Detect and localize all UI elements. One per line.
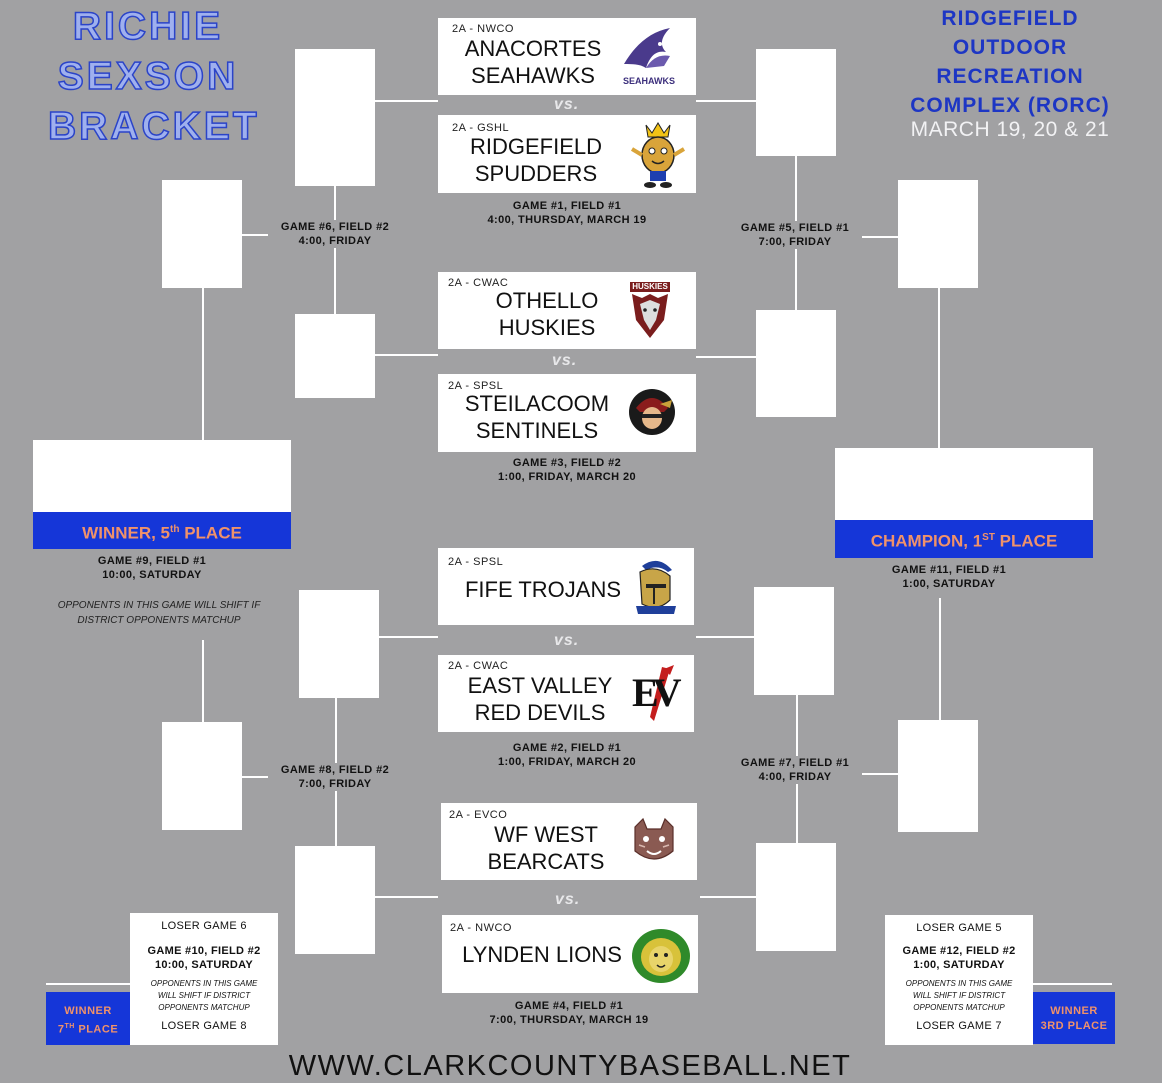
- team-conference: 2A - SPSL: [448, 380, 504, 392]
- game-7-label: GAME #7, FIELD #1 4:00, FRIDAY: [728, 756, 862, 784]
- venue-line-1: RIDGEFIELD: [941, 7, 1079, 30]
- loser-game-6-label: LOSER GAME 6: [161, 920, 247, 932]
- team-card-fife[interactable]: 2A - SPSL FIFE TROJANS: [438, 548, 694, 625]
- team-name: RIDGEFIELD SPUDDERS: [469, 134, 603, 186]
- champion-slot[interactable]: [835, 448, 1093, 520]
- vs-label: vs.: [554, 632, 580, 649]
- spudder-logo-icon: [622, 119, 694, 191]
- game-4-label: GAME #4, FIELD #1 7:00, THURSDAY, MARCH …: [489, 1000, 649, 1026]
- trojan-logo-icon: [628, 556, 684, 616]
- ev-logo-text: EV: [632, 670, 682, 715]
- husky-logo-text: HUSKIES: [632, 282, 668, 291]
- game-3-label: GAME #3, FIELD #2 1:00, FRIDAY, MARCH 20: [498, 457, 636, 483]
- slot-g9-top[interactable]: [162, 180, 242, 288]
- team-card-ridgefield[interactable]: 2A - GSHL RIDGEFIELD SPUDDERS: [438, 115, 696, 193]
- slot-g8-bottom[interactable]: [295, 846, 375, 954]
- team-name: ANACORTES SEAHAWKS: [464, 36, 602, 88]
- loser-game-8-label: LOSER GAME 8: [161, 1020, 247, 1032]
- team-name: WF WEST BEARCATS: [487, 822, 605, 874]
- team-name: OTHELLO HUSKIES: [495, 288, 599, 340]
- seahawk-logo-icon: [616, 24, 682, 90]
- game-9-note: OPPONENTS IN THIS GAME WILL SHIFT IF DIS…: [57, 600, 261, 626]
- slot-g7-top[interactable]: [754, 587, 834, 695]
- game-5-label: GAME #5, FIELD #1 7:00, FRIDAY: [728, 221, 862, 249]
- slot-g11-bottom[interactable]: [898, 720, 978, 832]
- slot-g8-top[interactable]: [299, 590, 379, 698]
- champion-banner: CHAMPION, 1ST PLACE: [835, 520, 1093, 558]
- bracket-title-line-3: BRACKET: [47, 104, 260, 149]
- slot-g7-bottom[interactable]: [756, 843, 836, 951]
- vs-label: vs.: [554, 96, 580, 113]
- team-name: STEILACOOM SENTINELS: [464, 391, 610, 443]
- venue-line-4: COMPLEX (RORC): [910, 94, 1110, 117]
- slot-g11-top[interactable]: [898, 180, 978, 288]
- bracket-title-line-2: SEXSON: [57, 54, 239, 99]
- slot-g5-top[interactable]: [756, 49, 836, 156]
- team-card-east-valley[interactable]: 2A - CWAC EAST VALLEY RED DEVILS EV: [438, 655, 694, 732]
- game-8-label: GAME #8, FIELD #2 7:00, FRIDAY: [268, 763, 402, 791]
- third-place-banner: WINNER 3RD PLACE: [1033, 992, 1115, 1044]
- team-card-steilacoom[interactable]: 2A - SPSL STEILACOOM SENTINELS: [438, 374, 696, 452]
- team-name: FIFE TROJANS: [464, 577, 622, 602]
- team-conference: 2A - GSHL: [452, 122, 510, 134]
- team-card-othello[interactable]: 2A - CWAC OTHELLO HUSKIES HUSKIES: [438, 272, 696, 349]
- vs-label: vs.: [552, 352, 578, 369]
- husky-logo-icon: [628, 280, 672, 342]
- seventh-place-banner: WINNER 7TH PLACE: [46, 992, 130, 1045]
- team-name: EAST VALLEY RED DEVILS: [467, 673, 613, 725]
- game-9-label: GAME #9, FIELD #1 10:00, SATURDAY: [97, 555, 207, 581]
- team-conference: 2A - SPSL: [448, 556, 504, 568]
- slot-g6-bottom[interactable]: [295, 314, 375, 398]
- game-1-label: GAME #1, FIELD #1 4:00, THURSDAY, MARCH …: [487, 200, 647, 226]
- team-conference: 2A - EVCO: [449, 809, 508, 821]
- website-url[interactable]: WWW.CLARKCOUNTYBASEBALL.NET: [288, 1050, 852, 1082]
- ev-logo-icon: [628, 665, 686, 723]
- tournament-dates: MARCH 19, 20 & 21: [910, 118, 1110, 141]
- team-card-anacortes[interactable]: 2A - NWCO ANACORTES SEAHAWKS SEAHAWKS: [438, 18, 696, 95]
- team-conference: 2A - NWCO: [452, 23, 514, 35]
- game-6-label: GAME #6, FIELD #2 4:00, FRIDAY: [268, 220, 402, 248]
- consolation-game-10[interactable]: LOSER GAME 6 GAME #10, FIELD #2 10:00, S…: [130, 913, 278, 1045]
- game-12-label: GAME #12, FIELD #2 1:00, SATURDAY: [902, 945, 1016, 971]
- bracket-title-line-1: RICHIE: [72, 4, 224, 49]
- loser-game-7-label: LOSER GAME 7: [916, 1020, 1002, 1032]
- team-card-wf-west[interactable]: 2A - EVCO WF WEST BEARCATS: [441, 803, 697, 880]
- team-conference: 2A - NWCO: [450, 922, 512, 934]
- slot-g5-bottom[interactable]: [756, 310, 836, 417]
- slot-g9-bottom[interactable]: [162, 722, 242, 830]
- team-conference: 2A - CWAC: [448, 660, 509, 672]
- bearcat-logo-icon: [627, 817, 681, 867]
- game-11-label: GAME #11, FIELD #1 1:00, SATURDAY: [891, 564, 1007, 590]
- fifth-place-banner: WINNER, 5th PLACE: [33, 512, 291, 549]
- loser-game-5-label: LOSER GAME 5: [916, 922, 1002, 934]
- game-2-label: GAME #2, FIELD #1 1:00, FRIDAY, MARCH 20: [498, 742, 636, 768]
- team-conference: 2A - CWAC: [448, 277, 509, 289]
- lion-logo-icon: [630, 927, 692, 985]
- sentinel-logo-icon: [626, 386, 678, 438]
- bracket-title: RICHIE SEXSON BRACKET: [47, 2, 260, 152]
- venue-line-3: RECREATION: [936, 65, 1084, 88]
- team-card-lynden[interactable]: 2A - NWCO LYNDEN LIONS: [442, 915, 698, 993]
- slot-g6-top[interactable]: [295, 49, 375, 186]
- game-10-label: GAME #10, FIELD #2 10:00, SATURDAY: [147, 945, 261, 971]
- game-12-note: OPPONENTS IN THIS GAME WILL SHIFT IF DIS…: [905, 979, 1013, 1012]
- seahawk-logo-text: SEAHAWKS: [622, 76, 675, 86]
- venue-line-2: OUTDOOR: [952, 36, 1068, 59]
- game-10-note: OPPONENTS IN THIS GAME WILL SHIFT IF DIS…: [150, 979, 258, 1012]
- vs-label: vs.: [555, 891, 581, 908]
- team-name: LYNDEN LIONS: [462, 942, 622, 967]
- consolation-game-12[interactable]: LOSER GAME 5 GAME #12, FIELD #2 1:00, SA…: [885, 915, 1033, 1045]
- venue-title: RIDGEFIELD OUTDOOR RECREATION COMPLEX (R…: [882, 4, 1138, 120]
- fifth-place-slot[interactable]: [33, 440, 291, 512]
